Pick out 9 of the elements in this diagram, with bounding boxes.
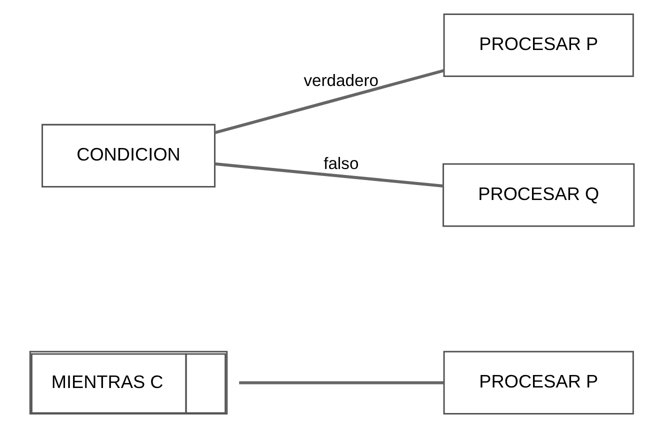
- edge-label: falso: [324, 154, 359, 174]
- edge-label: verdadero: [304, 70, 379, 90]
- node-box: CONDICION: [42, 124, 216, 188]
- node-box: PROCESAR Q: [442, 163, 635, 227]
- connector: [239, 381, 444, 384]
- node-box: PROCESAR P: [443, 350, 634, 414]
- connector: [214, 162, 444, 188]
- node-box: PROCESAR P: [443, 13, 634, 78]
- connector: [214, 69, 444, 134]
